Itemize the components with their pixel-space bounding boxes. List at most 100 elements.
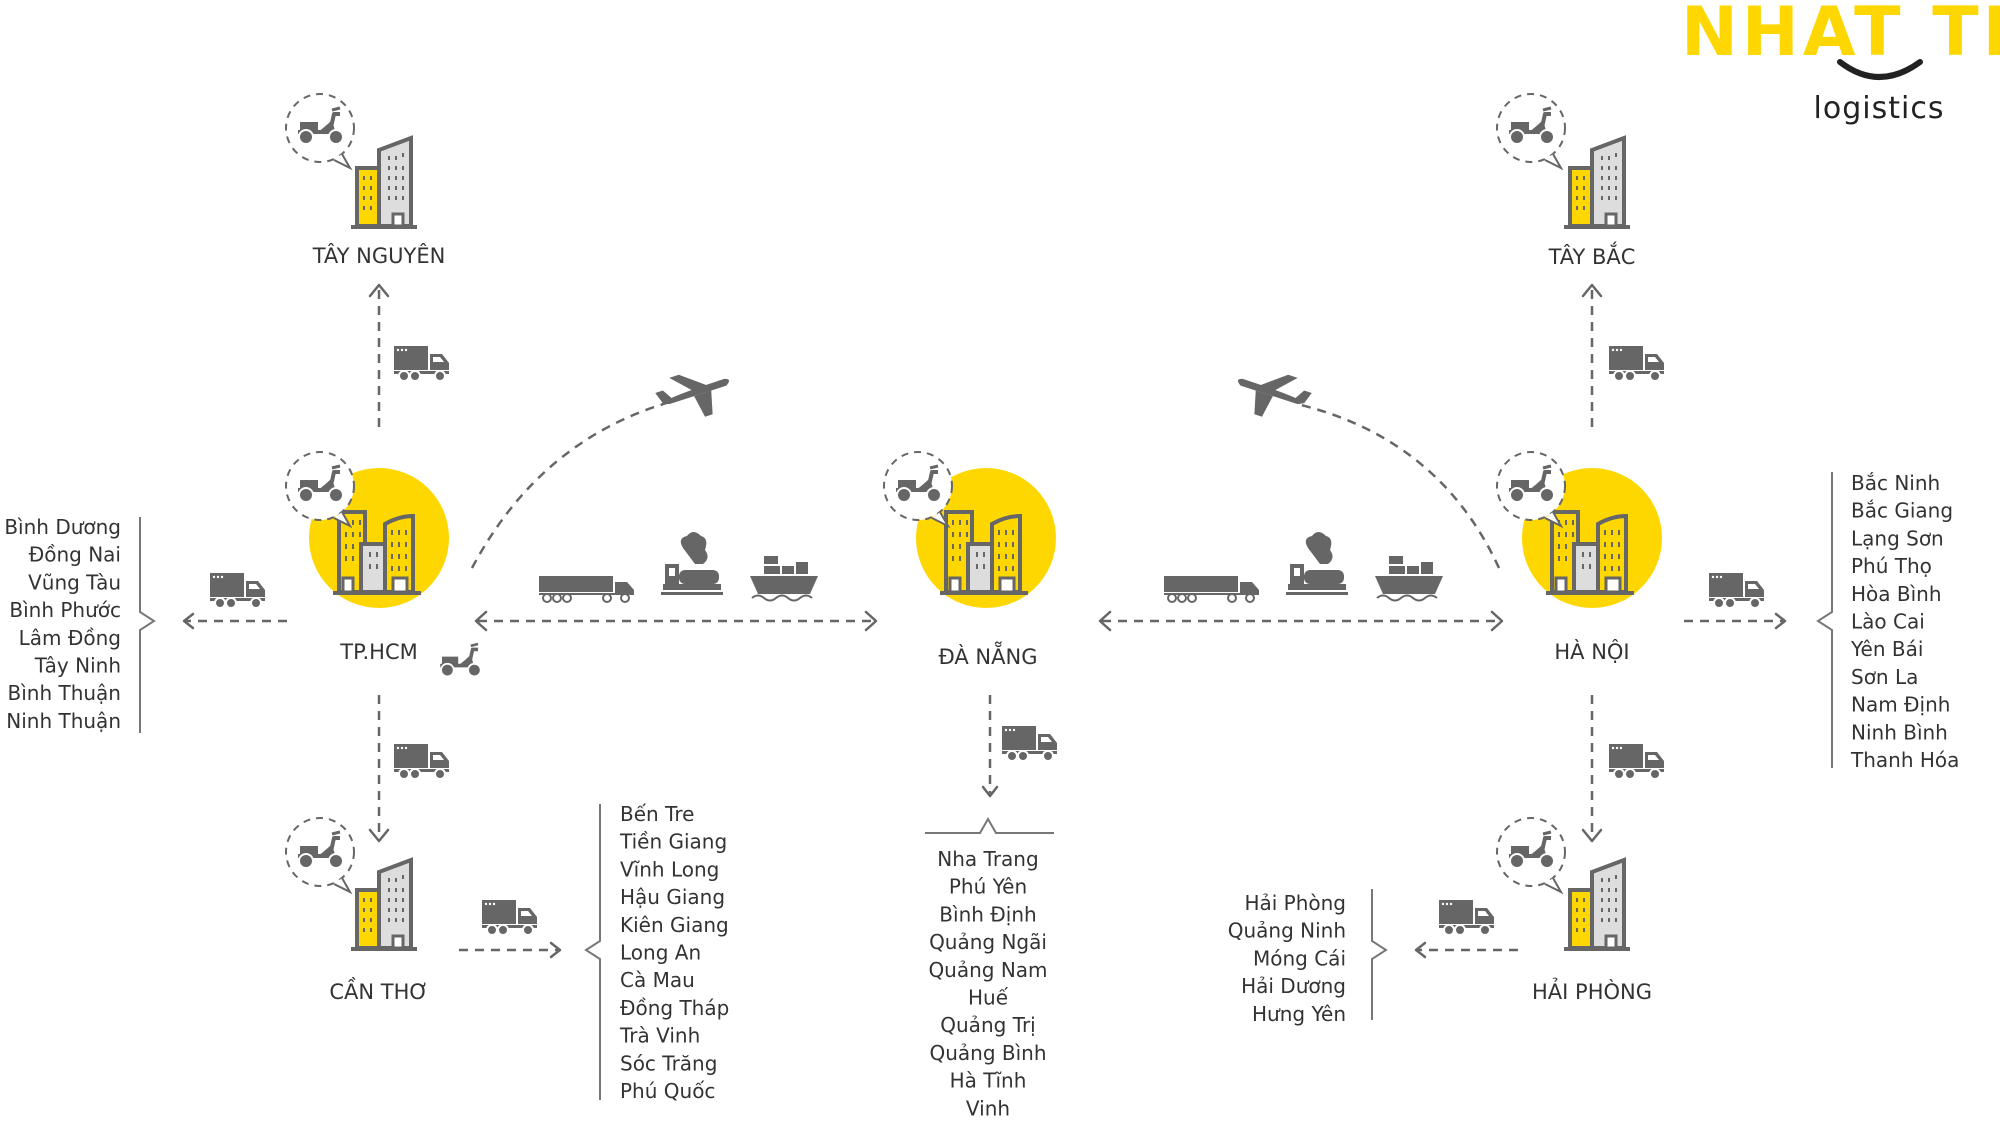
- cargo-ship-icon: [749, 555, 819, 602]
- province-item: Sóc Trăng: [620, 1051, 717, 1075]
- container-truck-icon: [538, 575, 635, 603]
- hub-da-nang: ĐÀ NẴNG: [884, 452, 1058, 669]
- motorbike-delivery-icon: [286, 818, 354, 892]
- building-icon: [349, 858, 419, 953]
- province-item: Vinh: [966, 1096, 1010, 1120]
- truck-icon: [1608, 345, 1665, 382]
- province-item: Hải Phòng: [1244, 891, 1346, 915]
- province-item: Trà Vinh: [619, 1024, 700, 1048]
- hub-label-tphcm: TP.HCM: [339, 640, 417, 664]
- train-icon: [661, 532, 723, 595]
- train-icon: [1286, 532, 1348, 595]
- province-item: Lạng Sơn: [1851, 526, 1944, 550]
- hub-tay-nguyen: TÂY NGUYÊN: [286, 94, 445, 268]
- province-item: Bắc Giang: [1851, 499, 1953, 523]
- province-item: Cà Mau: [620, 968, 695, 992]
- province-item: Tây Ninh: [34, 654, 121, 678]
- hub-label-can-tho: CẦN THƠ: [329, 977, 428, 1004]
- building-icon: [1562, 136, 1632, 231]
- truck-icon: [393, 345, 450, 382]
- airplane-icon: [1229, 360, 1315, 430]
- bracket-cantho-region: [584, 804, 601, 1100]
- province-item: Tiền Giang: [619, 830, 727, 854]
- route-hcm-taynguyen: [368, 283, 450, 427]
- route-hcm-cantho: [368, 695, 450, 843]
- building-icon: [1562, 858, 1632, 953]
- route-hanoi-haiphong: [1581, 695, 1665, 843]
- hub-label-da-nang: ĐÀ NẴNG: [938, 641, 1037, 669]
- motorbike-delivery-icon: [1497, 94, 1565, 168]
- province-item: Hòa Bình: [1851, 582, 1942, 606]
- route-danang-south: [981, 695, 1058, 798]
- province-item: Bình Dương: [4, 515, 121, 539]
- province-item: Vĩnh Long: [620, 857, 719, 881]
- flight-route-hanoi: [1300, 403, 1501, 569]
- hub-label-hai-phong: HẢI PHÒNG: [1532, 978, 1652, 1004]
- province-item: Bắc Ninh: [1851, 471, 1940, 495]
- province-item: Quảng Bình: [929, 1041, 1046, 1065]
- hub-label-tay-nguyen: TÂY NGUYÊN: [312, 243, 446, 268]
- hub-label-ha-noi: HÀ NỘI: [1554, 639, 1629, 664]
- province-item: Huế: [968, 986, 1009, 1010]
- province-item: Đồng Nai: [29, 543, 121, 567]
- hub-tay-bac: TÂY BẮC: [1497, 94, 1635, 269]
- truck-icon: [393, 743, 450, 780]
- hub-label-tay-bac: TÂY BẮC: [1548, 241, 1636, 269]
- motorbike-delivery-icon: [884, 452, 952, 526]
- province-item: Nam Định: [1851, 693, 1950, 717]
- province-item: Bình Thuận: [8, 681, 122, 705]
- truck-icon: [1608, 743, 1665, 780]
- hub-tphcm: TP.HCM: [286, 452, 483, 679]
- province-item: Phú Quốc: [620, 1079, 715, 1103]
- route-hcm-region: [182, 572, 287, 630]
- province-item: Lào Cai: [1851, 610, 1925, 634]
- province-item: Hậu Giang: [620, 885, 725, 909]
- truck-icon: [481, 899, 538, 936]
- route-hanoi-region: [1684, 572, 1787, 630]
- logo-tagline: logistics: [1814, 91, 1945, 126]
- province-item: Móng Cái: [1253, 946, 1346, 970]
- province-item: Hà Tĩnh: [950, 1069, 1027, 1093]
- province-item: Ninh Bình: [1851, 720, 1948, 744]
- province-item: Kiên Giang: [620, 913, 729, 937]
- province-item: Nha Trang: [937, 847, 1038, 871]
- province-item: Hưng Yên: [1252, 1002, 1346, 1026]
- province-item: Vũng Tàu: [28, 570, 121, 594]
- province-item: Bình Phước: [9, 598, 121, 622]
- hub-hai-phong: HẢI PHÒNG: [1497, 818, 1652, 1004]
- province-item: Ninh Thuận: [6, 709, 121, 733]
- bracket-danang-region: [925, 816, 1054, 834]
- province-item: Đồng Tháp: [620, 996, 729, 1020]
- bracket-haiphong-region: [1371, 889, 1388, 1020]
- province-item: Phú Yên: [949, 875, 1027, 899]
- province-item: Hải Dương: [1241, 974, 1346, 998]
- route-danang-hanoi: [1098, 532, 1504, 632]
- province-item: Bình Định: [939, 902, 1036, 926]
- motorbike-delivery-icon: [286, 452, 354, 526]
- motorbike-delivery-icon: [1497, 452, 1565, 526]
- truck-icon: [209, 572, 266, 609]
- motorbike-delivery-icon: [1497, 818, 1565, 892]
- building-icon: [349, 136, 419, 231]
- province-item: Bến Tre: [620, 802, 694, 826]
- route-hcm-danang: [474, 532, 878, 632]
- motorbike-icon: [438, 642, 483, 679]
- bracket-hcm-region: [139, 517, 156, 733]
- province-item: Lâm Đồng: [19, 626, 121, 650]
- route-haiphong-region: [1414, 899, 1518, 959]
- province-item: Quảng Ninh: [1228, 919, 1346, 943]
- truck-icon: [1438, 899, 1495, 936]
- airplane-icon: [652, 360, 738, 430]
- province-item: Phú Thọ: [1851, 554, 1932, 578]
- province-item: Quảng Nam: [928, 958, 1047, 982]
- logo-smile-icon: [1837, 59, 1923, 80]
- route-cantho-region: [459, 899, 562, 959]
- container-truck-icon: [1163, 575, 1260, 603]
- motorbike-delivery-icon: [286, 94, 354, 168]
- province-item: Quảng Ngãi: [929, 930, 1047, 954]
